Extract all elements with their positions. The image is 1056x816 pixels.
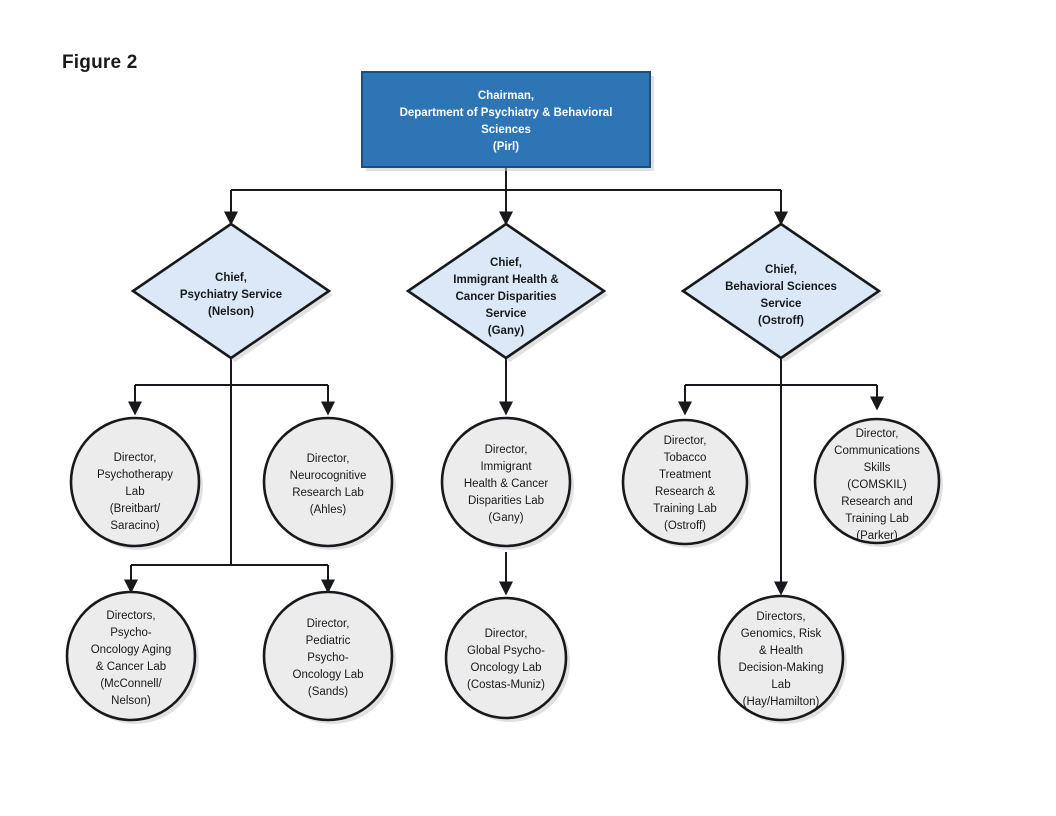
global-psycho-oncology-lab-label: Director, (485, 628, 528, 640)
psychotherapy-lab-label: (Breitbart/ (110, 503, 161, 515)
chief-psychiatry-label: Chief, (215, 272, 247, 284)
neurocognitive-research-lab-label: Research Lab (292, 487, 364, 499)
node-psycho-oncology-aging-cancer-lab[interactable]: Directors, Psycho- Oncology Aging & Canc… (65, 590, 199, 724)
comskil-lab-label: Research and (841, 496, 913, 508)
tobacco-treatment-lab-label: Research & (655, 486, 715, 498)
psycho-oncology-aging-lab-circle (65, 590, 197, 722)
immigrant-health-lab-label: Disparities Lab (468, 495, 544, 507)
tobacco-treatment-lab-label: Director, (664, 435, 707, 447)
node-comskil-lab[interactable]: Director, Communications Skills (COMSKIL… (813, 417, 943, 547)
pediatric-psycho-oncology-lab-label: Pediatric (306, 635, 351, 647)
immigrant-health-lab-label: Health & Cancer (464, 478, 549, 490)
connector-layer (124, 168, 884, 596)
pediatric-psycho-oncology-lab-label: Psycho- (307, 652, 349, 664)
psycho-oncology-aging-lab-label: Nelson) (111, 695, 151, 707)
neurocognitive-research-lab-label: Neurocognitive (290, 470, 367, 482)
comskil-lab-label: (COMSKIL) (847, 479, 907, 491)
genomics-risk-lab-label: Lab (771, 679, 790, 691)
chief-immigrant-health-label: Immigrant Health & (453, 274, 558, 286)
node-tobacco-treatment-lab[interactable]: Director, Tobacco Treatment Research & T… (621, 418, 751, 548)
node-global-psycho-oncology-lab[interactable]: Director, Global Psycho- Oncology Lab (C… (444, 596, 570, 722)
genomics-risk-lab-label: Directors, (756, 611, 805, 623)
node-chief-psychiatry[interactable]: Chief, Psychiatry Service (Nelson) (130, 222, 333, 362)
chief-behavioral-sciences-label: Service (761, 298, 802, 310)
comskil-lab-label: (Parker) (856, 530, 898, 542)
chairman-label: (Pirl) (493, 141, 519, 153)
psychotherapy-lab-label: Psychotherapy (97, 469, 173, 481)
comskil-lab-label: Communications (834, 445, 920, 457)
genomics-risk-lab-circle (717, 594, 845, 722)
chief-behavioral-sciences-label: Chief, (765, 264, 797, 276)
chief-immigrant-health-label: Service (486, 308, 527, 320)
chief-immigrant-health-diamond (405, 222, 607, 360)
tobacco-treatment-lab-circle (621, 418, 749, 546)
global-psycho-oncology-lab-label: (Costas-Muniz) (467, 679, 545, 691)
chairman-box (361, 71, 651, 168)
tobacco-treatment-lab-label: Treatment (659, 469, 712, 481)
chief-immigrant-health-label: Cancer Disparities (456, 291, 557, 303)
psycho-oncology-aging-lab-label: & Cancer Lab (96, 661, 166, 673)
node-pediatric-psycho-oncology-lab[interactable]: Director, Pediatric Psycho- Oncology Lab… (262, 590, 396, 724)
global-psycho-oncology-lab-label: Oncology Lab (471, 662, 542, 674)
psychotherapy-lab-label: Saracino) (110, 520, 159, 532)
neurocognitive-research-lab-label: (Ahles) (310, 504, 347, 516)
chief-psychiatry-label: (Nelson) (208, 306, 254, 318)
chief-behavioral-sciences-label: (Ostroff) (758, 315, 804, 327)
node-psychotherapy-lab[interactable]: Director, Psychotherapy Lab (Breitbart/ … (69, 416, 203, 550)
comskil-lab-circle (813, 417, 941, 545)
chairman-label: Sciences (481, 124, 531, 136)
node-neurocognitive-research-lab[interactable]: Director, Neurocognitive Research Lab (A… (262, 416, 396, 550)
pediatric-psycho-oncology-lab-circle (262, 590, 394, 722)
chief-immigrant-health-label: (Gany) (488, 325, 525, 337)
comskil-lab-label: Training Lab (845, 513, 909, 525)
pediatric-psycho-oncology-lab-label: (Sands) (308, 686, 348, 698)
chief-psychiatry-diamond (130, 222, 332, 360)
psychotherapy-lab-label: Director, (114, 452, 157, 464)
node-chairman[interactable]: Chairman, Department of Psychiatry & Beh… (361, 71, 654, 171)
psycho-oncology-aging-lab-label: Oncology Aging (91, 644, 172, 656)
global-psycho-oncology-lab-label: Global Psycho- (467, 645, 545, 657)
immigrant-health-lab-circle (440, 416, 572, 548)
genomics-risk-lab-label: & Health (759, 645, 803, 657)
comskil-lab-label: Director, (856, 428, 899, 440)
node-immigrant-health-cancer-disparities-lab[interactable]: Director, Immigrant Health & Cancer Disp… (440, 416, 574, 550)
pediatric-psycho-oncology-lab-label: Oncology Lab (293, 669, 364, 681)
genomics-risk-lab-label: Decision-Making (738, 662, 823, 674)
node-genomics-risk-health-decision-lab[interactable]: Directors, Genomics, Risk & Health Decis… (717, 594, 847, 724)
immigrant-health-lab-label: Director, (485, 444, 528, 456)
node-chief-behavioral-sciences[interactable]: Chief, Behavioral Sciences Service (Ostr… (680, 222, 883, 362)
psycho-oncology-aging-lab-label: Psycho- (110, 627, 152, 639)
psycho-oncology-aging-lab-label: (McConnell/ (100, 678, 162, 690)
comskil-lab-label: Skills (864, 462, 891, 474)
chief-behavioral-sciences-diamond (680, 222, 882, 360)
pediatric-psycho-oncology-lab-label: Director, (307, 618, 350, 630)
psychotherapy-lab-label: Lab (125, 486, 144, 498)
tobacco-treatment-lab-label: Training Lab (653, 503, 717, 515)
tobacco-treatment-lab-label: Tobacco (664, 452, 707, 464)
genomics-risk-lab-label: Genomics, Risk (741, 628, 822, 640)
chairman-label: Chairman, (478, 90, 534, 102)
neurocognitive-research-lab-circle (262, 416, 394, 548)
global-psycho-oncology-lab-circle (444, 596, 568, 720)
neurocognitive-research-lab-label: Director, (307, 453, 350, 465)
chief-immigrant-health-label: Chief, (490, 257, 522, 269)
psychotherapy-lab-circle (69, 416, 201, 548)
genomics-risk-lab-label: (Hay/Hamilton) (743, 696, 820, 708)
chairman-label: Department of Psychiatry & Behavioral (400, 107, 613, 119)
immigrant-health-lab-label: Immigrant (480, 461, 532, 473)
node-chief-immigrant-health[interactable]: Chief, Immigrant Health & Cancer Dispari… (405, 222, 608, 362)
immigrant-health-lab-label: (Gany) (488, 512, 523, 524)
psycho-oncology-aging-lab-label: Directors, (106, 610, 155, 622)
tobacco-treatment-lab-label: (Ostroff) (664, 520, 706, 532)
figure-title: Figure 2 (62, 52, 138, 73)
chief-behavioral-sciences-label: Behavioral Sciences (725, 281, 837, 293)
chief-psychiatry-label: Psychiatry Service (180, 289, 282, 301)
